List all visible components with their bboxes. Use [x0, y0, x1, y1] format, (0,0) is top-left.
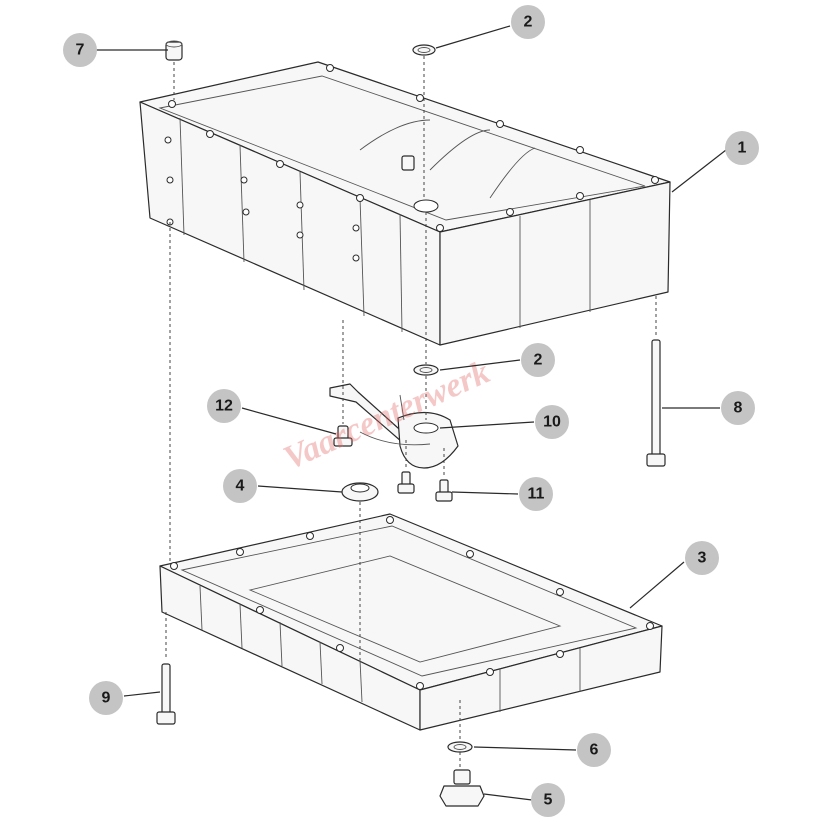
- o-ring-lower: [413, 364, 439, 376]
- callout-3-label: 3: [698, 550, 707, 567]
- callout-10: 10: [535, 405, 569, 439]
- callout-4: 4: [223, 469, 257, 503]
- callout-9: 9: [89, 681, 123, 715]
- callout-7-label: 7: [76, 42, 85, 59]
- pickup-bolts: [397, 471, 453, 502]
- callout-10-label: 10: [543, 414, 561, 431]
- callout-3: 3: [685, 541, 719, 575]
- upper-oil-pan: [139, 61, 671, 346]
- spacer-ring: [341, 482, 379, 502]
- oil-pickup-strainer: [329, 383, 459, 469]
- drain-plug: [439, 769, 485, 807]
- callout-8-label: 8: [734, 400, 743, 417]
- dowel-pin: [165, 40, 183, 61]
- callout-6-label: 6: [590, 742, 599, 759]
- callout-12-label: 12: [215, 398, 233, 415]
- callout-11: 11: [519, 477, 553, 511]
- callout-2-lower: 2: [521, 343, 555, 377]
- callout-5: 5: [531, 783, 565, 817]
- callout-9-label: 9: [102, 690, 111, 707]
- callout-7: 7: [63, 33, 97, 67]
- callout-8: 8: [721, 391, 755, 425]
- callout-11-label: 11: [528, 486, 545, 503]
- callout-1-label: 1: [738, 140, 747, 157]
- lower-oil-pan: [159, 513, 663, 731]
- o-ring-upper: [412, 44, 436, 56]
- drain-plug-washer: [447, 741, 473, 753]
- callout-1: 1: [725, 131, 759, 165]
- callout-2-upper: 2: [511, 5, 545, 39]
- long-bolt: [646, 339, 666, 467]
- callout-12: 12: [207, 389, 241, 423]
- watermark-text: Vaarcenterwerk: [278, 354, 495, 478]
- pickup-bolt-short: [333, 425, 353, 447]
- callout-2-lower-label: 2: [534, 352, 543, 369]
- callout-4-label: 4: [236, 478, 245, 495]
- callout-2-upper-label: 2: [524, 14, 533, 31]
- callout-5-label: 5: [544, 792, 553, 809]
- callout-6: 6: [577, 733, 611, 767]
- pan-bolt: [156, 663, 176, 725]
